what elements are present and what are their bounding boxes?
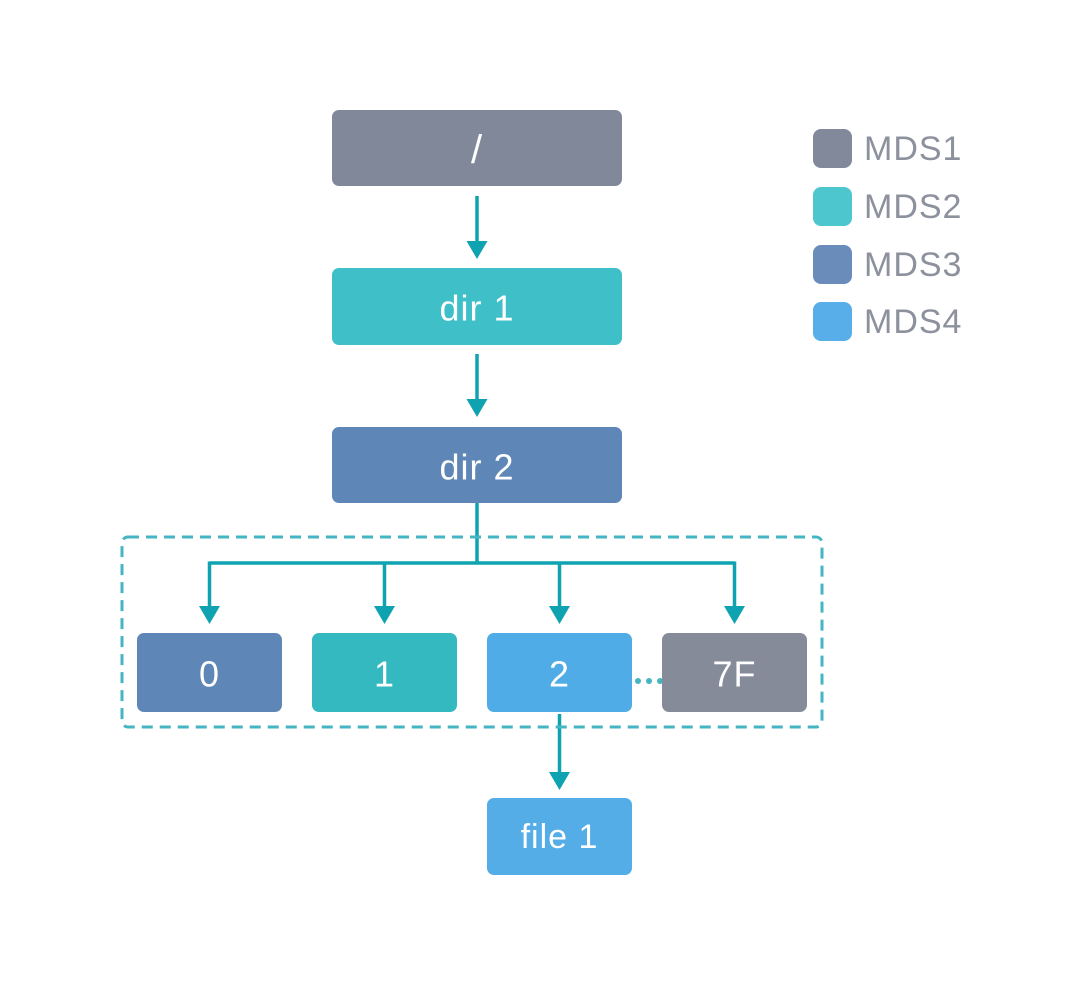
node-root-box xyxy=(332,110,622,186)
ellipsis-dot xyxy=(657,678,663,684)
arrow-dir1-dir2 xyxy=(466,354,488,417)
node-frag7f-label: 7F xyxy=(712,654,756,695)
node-file1-label: file 1 xyxy=(521,818,599,856)
node-frag7f-box xyxy=(662,633,807,712)
legend-swatch-mds4 xyxy=(813,302,852,341)
legend-label-mds1: MDS1 xyxy=(864,130,962,168)
arrow-branch-frag2 xyxy=(549,561,570,624)
legend-swatch-mds2 xyxy=(813,187,852,226)
node-root-label: / xyxy=(471,128,483,172)
legend-label-mds2: MDS2 xyxy=(864,188,962,226)
node-frag7f: 7F xyxy=(662,633,807,712)
arrow-branch-frag0 xyxy=(199,561,220,624)
node-frag2-label: 2 xyxy=(549,654,570,695)
legend-swatch-mds3 xyxy=(813,245,852,284)
node-frag0-box xyxy=(137,633,282,712)
legend-item-mds3: MDS3 xyxy=(813,245,962,284)
arrow-branch-frag7f-head xyxy=(724,606,745,624)
legend-label-mds3: MDS3 xyxy=(864,246,962,284)
fragment-container-border xyxy=(120,535,824,729)
arrow-frag2-file1 xyxy=(549,714,570,790)
node-dir2-box xyxy=(332,427,622,503)
legend-label-mds4: MDS4 xyxy=(864,303,962,341)
node-dir2: dir 2 xyxy=(332,427,622,503)
legend-item-mds1: MDS1 xyxy=(813,129,962,168)
node-frag2: 2 xyxy=(487,633,632,712)
legend: MDS1 MDS2 MDS3 MDS4 xyxy=(813,129,962,341)
node-file1-box xyxy=(487,798,632,875)
legend-item-mds2: MDS2 xyxy=(813,187,962,226)
arrow-frag2-file1-head xyxy=(549,772,570,790)
ellipsis-dot xyxy=(635,678,641,684)
arrow-dir1-dir2-head xyxy=(466,399,488,417)
arrow-branch-frag7f xyxy=(724,561,745,624)
node-root: / xyxy=(332,110,622,186)
legend-swatch-mds1 xyxy=(813,129,852,168)
arrow-branch-frag1-head xyxy=(374,606,395,624)
node-frag0-label: 0 xyxy=(199,654,220,695)
arrow-root-dir1-head xyxy=(466,241,488,259)
node-frag1-box xyxy=(312,633,457,712)
node-frag2-box xyxy=(487,633,632,712)
ellipsis-dot xyxy=(646,678,652,684)
node-dir1: dir 1 xyxy=(332,268,622,345)
legend-item-mds4: MDS4 xyxy=(813,302,962,341)
node-frag1: 1 xyxy=(312,633,457,712)
node-frag0: 0 xyxy=(137,633,282,712)
node-dir2-label: dir 2 xyxy=(439,447,514,488)
node-dir1-label: dir 1 xyxy=(439,288,514,329)
arrow-branch-frag1 xyxy=(374,561,395,624)
arrow-branch-frag0-head xyxy=(199,606,220,624)
node-dir1-box xyxy=(332,268,622,345)
arrow-root-dir1 xyxy=(466,196,488,259)
ellipsis-dots xyxy=(635,678,663,684)
node-file1: file 1 xyxy=(487,798,632,875)
node-frag1-label: 1 xyxy=(374,654,395,695)
arrow-branch-frag2-head xyxy=(549,606,570,624)
